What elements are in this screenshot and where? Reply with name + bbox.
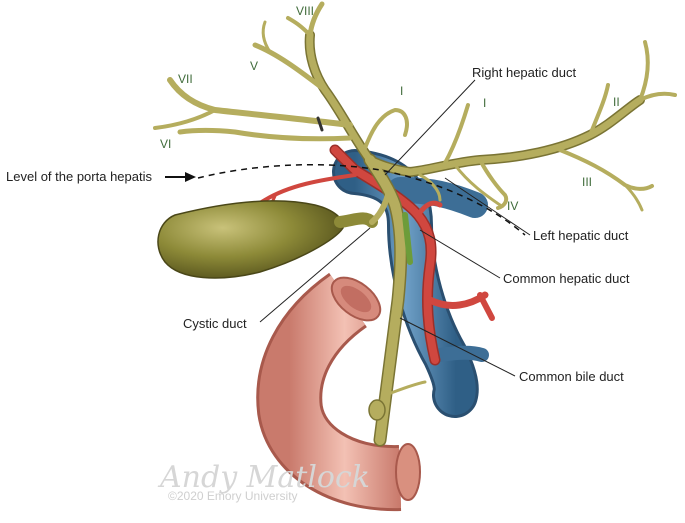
segment-iii-label: III [582, 175, 592, 189]
common-hepatic-leader [419, 229, 501, 279]
left-hepatic-duct-label: Left hepatic duct [533, 228, 629, 243]
common-bile-leader [399, 317, 516, 377]
porta-hepatis-level-line [197, 163, 526, 236]
porta-hepatis-label: Level of the porta hepatis [6, 169, 152, 184]
gallbladder [157, 200, 378, 279]
segment-i-left-label: I [483, 96, 486, 110]
right-hepatic-leader [384, 79, 476, 176]
duodenum [256, 272, 421, 512]
segment-v-label: V [250, 59, 258, 73]
segment-iv-label: IV [507, 199, 518, 213]
common-hepatic-duct-label: Common hepatic duct [503, 271, 630, 286]
segment-i-right-label: I [400, 84, 403, 98]
leader-lines [259, 79, 531, 377]
segment-labels: VIII V VII VI I I II III IV [160, 4, 620, 213]
segment-vi-label: VI [160, 137, 171, 151]
segment-viii-label: VIII [296, 4, 314, 18]
segment-ii-label: II [613, 95, 620, 109]
common-bile-duct-label: Common bile duct [519, 369, 624, 384]
right-hepatic-duct-label: Right hepatic duct [472, 65, 576, 80]
portal-vein [332, 149, 489, 418]
segment-vii-label: VII [178, 72, 193, 86]
common-hepatic-highlight [402, 212, 413, 265]
cystic-duct-label: Cystic duct [183, 316, 247, 331]
left-hepatic-leader [444, 177, 531, 236]
artist-watermark: Andy Matlock ©2020 Emory University [157, 460, 370, 503]
cystic-leader [259, 227, 371, 323]
porta-hepatis-arrow [165, 172, 196, 182]
watermark-signature: Andy Matlock [157, 460, 370, 495]
biliary-tree [153, 1, 677, 447]
watermark-copyright: ©2020 Emory University [168, 489, 298, 503]
